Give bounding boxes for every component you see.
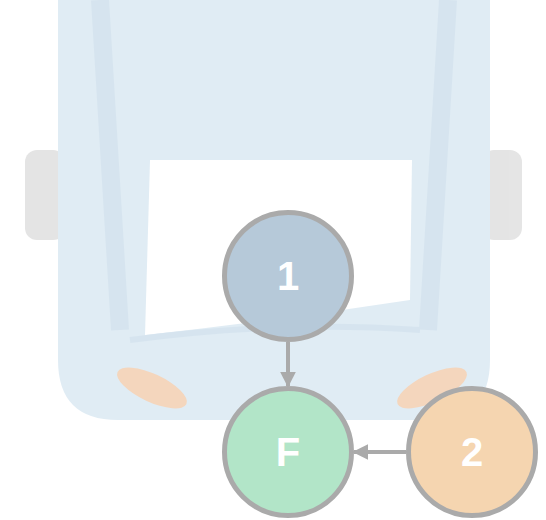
car-body (58, 0, 490, 420)
circle-node: 1 (222, 210, 354, 342)
circle-node: F (222, 386, 354, 518)
circle-shape (225, 389, 352, 516)
arrow-connector (286, 342, 290, 386)
arrow-connector (354, 450, 406, 454)
headlight (112, 359, 193, 416)
node-label: 1 (277, 256, 299, 296)
circle-node: 2 (406, 386, 538, 518)
node-label: 2 (461, 432, 483, 472)
circle-shape (409, 389, 536, 516)
node-label: F (276, 432, 300, 472)
circle-shape (225, 213, 352, 340)
